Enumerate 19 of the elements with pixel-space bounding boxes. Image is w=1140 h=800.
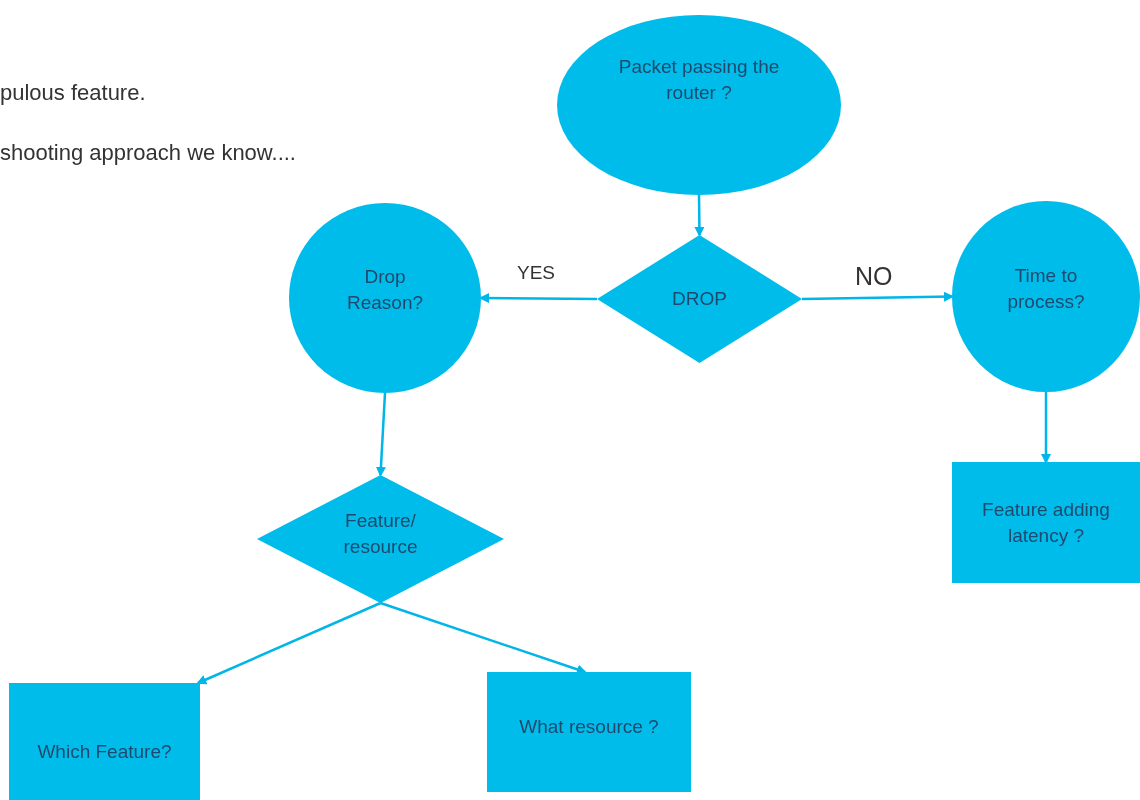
arrow — [196, 601, 381, 685]
node-label: What resource ? — [519, 715, 659, 740]
arrow — [694, 195, 705, 237]
edge-label: NO — [855, 262, 893, 291]
node-label: Feature adding latency ? — [981, 497, 1111, 548]
node-label: Drop Reason? — [345, 265, 425, 315]
node-label: Time to process? — [1006, 263, 1086, 314]
node-label: Which Feature? — [37, 739, 172, 764]
arrow — [380, 601, 587, 675]
node-label: DROP — [672, 287, 727, 312]
note-text: pulous feature. — [0, 80, 146, 106]
arrow — [801, 291, 954, 302]
note-text: shooting approach we know.... — [0, 140, 296, 166]
arrow — [479, 293, 597, 304]
arrow — [375, 392, 387, 477]
node-label: Packet passing the router ? — [617, 55, 781, 105]
node-label: Feature/ resource — [342, 509, 419, 559]
edge-label: YES — [517, 262, 556, 284]
arrow — [1041, 392, 1051, 464]
